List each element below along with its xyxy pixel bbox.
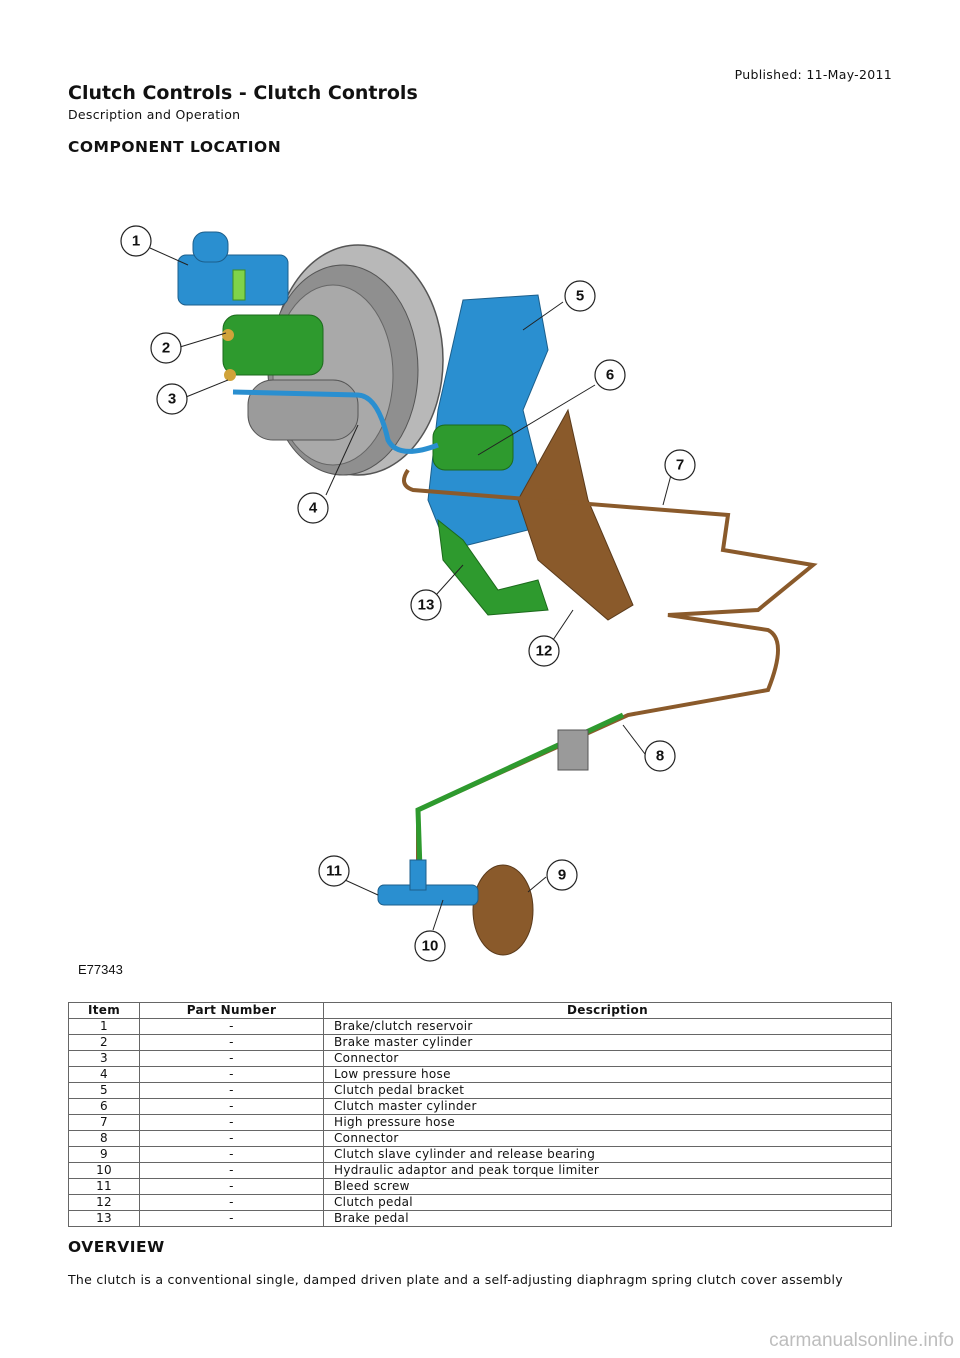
page-subtitle: Description and Operation: [68, 107, 241, 122]
svg-text:6: 6: [606, 367, 614, 384]
callout-7: 7: [664, 449, 696, 481]
table-row: 1-Brake/clutch reservoir: [68, 1018, 892, 1035]
table-row: 7-High pressure hose: [68, 1114, 892, 1131]
table-row: 3-Connector: [68, 1050, 892, 1067]
svg-text:13: 13: [418, 597, 435, 614]
cell-description: Clutch master cylinder: [323, 1098, 892, 1115]
cell-description: Brake/clutch reservoir: [323, 1018, 892, 1035]
cell-item: 1: [68, 1018, 140, 1035]
table-row: 10-Hydraulic adaptor and peak torque lim…: [68, 1162, 892, 1179]
cell-item: 12: [68, 1194, 140, 1211]
callout-5: 5: [564, 280, 596, 312]
svg-text:10: 10: [422, 938, 439, 955]
reservoir-illustration: [177, 231, 289, 306]
cell-description: Clutch pedal bracket: [323, 1082, 892, 1099]
figure-code: E77343: [78, 962, 123, 977]
table-row: 11-Bleed screw: [68, 1178, 892, 1195]
component-location-illustration: 1 2 3 4 5 6 7 8 9 10 11 12 13: [120, 225, 818, 962]
cell-description: Clutch pedal: [323, 1194, 892, 1211]
svg-text:8: 8: [656, 748, 664, 765]
cell-description: Brake pedal: [323, 1210, 892, 1227]
cell-item: 6: [68, 1098, 140, 1115]
cell-part-number: -: [139, 1210, 324, 1227]
col-header-description: Description: [323, 1002, 892, 1019]
cell-part-number: -: [139, 1194, 324, 1211]
table-row: 8-Connector: [68, 1130, 892, 1147]
col-header-item: Item: [68, 1002, 140, 1019]
svg-text:1: 1: [132, 233, 140, 250]
svg-text:5: 5: [576, 288, 584, 305]
svg-text:12: 12: [536, 643, 553, 660]
svg-text:3: 3: [168, 391, 176, 408]
cell-part-number: -: [139, 1146, 324, 1163]
cell-part-number: -: [139, 1178, 324, 1195]
brake-master-cylinder-illustration: [222, 314, 324, 381]
table-row: 2-Brake master cylinder: [68, 1034, 892, 1051]
table-row: 13-Brake pedal: [68, 1210, 892, 1227]
cell-description: Bleed screw: [323, 1178, 892, 1195]
cell-item: 8: [68, 1130, 140, 1147]
brake-pedal-illustration: [437, 518, 549, 616]
callout-3: 3: [156, 383, 188, 415]
callout-11: 11: [318, 855, 350, 887]
cell-part-number: -: [139, 1082, 324, 1099]
section-heading-component-location: COMPONENT LOCATION: [68, 138, 282, 156]
svg-text:11: 11: [326, 863, 342, 880]
cell-item: 2: [68, 1034, 140, 1051]
cell-description: Hydraulic adaptor and peak torque limite…: [323, 1162, 892, 1179]
cell-description: Connector: [323, 1130, 892, 1147]
col-header-part-number: Part Number: [139, 1002, 324, 1019]
cell-description: Clutch slave cylinder and release bearin…: [323, 1146, 892, 1163]
callout-9: 9: [546, 859, 578, 891]
component-table: Item Part Number Description 1-Brake/clu…: [68, 1002, 892, 1227]
cell-item: 10: [68, 1162, 140, 1179]
cell-item: 5: [68, 1082, 140, 1099]
cell-part-number: -: [139, 1018, 324, 1035]
cell-part-number: -: [139, 1050, 324, 1067]
cell-description: High pressure hose: [323, 1114, 892, 1131]
callout-1: 1: [120, 225, 152, 257]
callout-8: 8: [644, 740, 676, 772]
table-row: 5-Clutch pedal bracket: [68, 1082, 892, 1099]
cell-part-number: -: [139, 1098, 324, 1115]
table-row: 12-Clutch pedal: [68, 1194, 892, 1211]
table-row: 9-Clutch slave cylinder and release bear…: [68, 1146, 892, 1163]
cell-item: 11: [68, 1178, 140, 1195]
cell-item: 9: [68, 1146, 140, 1163]
callout-4: 4: [297, 492, 329, 524]
callout-12: 12: [528, 635, 560, 667]
cell-description: Brake master cylinder: [323, 1034, 892, 1051]
cell-description: Low pressure hose: [323, 1066, 892, 1083]
cell-part-number: -: [139, 1130, 324, 1147]
callout-6: 6: [594, 359, 626, 391]
slave-cylinder-illustration: [377, 859, 534, 956]
section-heading-overview: OVERVIEW: [68, 1238, 165, 1256]
table-row: 6-Clutch master cylinder: [68, 1098, 892, 1115]
svg-text:4: 4: [309, 500, 318, 517]
svg-text:9: 9: [558, 867, 566, 884]
cell-item: 7: [68, 1114, 140, 1131]
overview-paragraph: The clutch is a conventional single, dam…: [68, 1272, 843, 1287]
svg-text:7: 7: [676, 457, 684, 474]
published-date: Published: 11-May-2011: [734, 67, 892, 82]
callout-13: 13: [410, 589, 442, 621]
svg-text:2: 2: [162, 340, 170, 357]
callout-10: 10: [414, 930, 446, 962]
cell-part-number: -: [139, 1162, 324, 1179]
clutch-master-cylinder-illustration: [432, 424, 514, 471]
cell-item: 3: [68, 1050, 140, 1067]
cell-item: 13: [68, 1210, 140, 1227]
callout-2: 2: [150, 332, 182, 364]
cell-part-number: -: [139, 1114, 324, 1131]
clutch-pedal-illustration: [517, 408, 634, 621]
page-title: Clutch Controls - Clutch Controls: [68, 82, 418, 104]
table-header-row: Item Part Number Description: [68, 1002, 892, 1019]
watermark: carmanualsonline.info: [769, 1330, 954, 1351]
cell-description: Connector: [323, 1050, 892, 1067]
cell-part-number: -: [139, 1066, 324, 1083]
cell-part-number: -: [139, 1034, 324, 1051]
table-row: 4-Low pressure hose: [68, 1066, 892, 1083]
cell-item: 4: [68, 1066, 140, 1083]
